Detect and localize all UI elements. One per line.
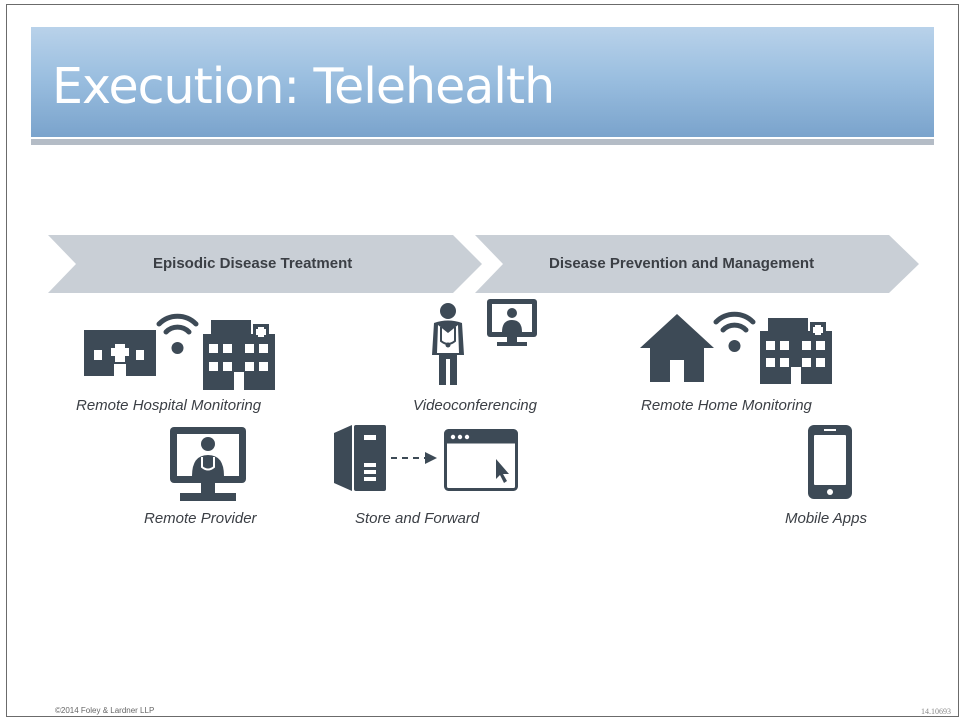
caption-remote-provider: Remote Provider bbox=[144, 510, 257, 527]
caption-mobile-apps: Mobile Apps bbox=[785, 510, 867, 527]
chevron-episodic bbox=[48, 235, 482, 293]
hospital-icon bbox=[203, 320, 275, 390]
footer-copyright: ©2014 Foley & Lardner LLP bbox=[55, 706, 155, 715]
browser-window-icon bbox=[444, 429, 518, 491]
caption-remote-home-monitoring: Remote Home Monitoring bbox=[641, 397, 812, 414]
doctor-icon bbox=[432, 303, 464, 385]
title-bar bbox=[31, 27, 934, 137]
footer-slide-code: 14.10693 bbox=[921, 707, 951, 716]
provider-monitor-icon bbox=[170, 427, 246, 501]
chevron-label-episodic: Episodic Disease Treatment bbox=[153, 255, 353, 272]
slide-title: Execution: Telehealth bbox=[52, 58, 555, 115]
title-divider bbox=[31, 139, 934, 145]
caption-store-and-forward: Store and Forward bbox=[355, 510, 480, 527]
caption-videoconferencing: Videoconferencing bbox=[413, 397, 537, 414]
clinic-icon bbox=[84, 330, 156, 376]
home-icon bbox=[640, 314, 714, 382]
chevron-prevention bbox=[475, 235, 919, 293]
smartphone-icon bbox=[808, 425, 852, 499]
chevron-label-prevention: Disease Prevention and Management bbox=[549, 255, 815, 272]
monitor-icon bbox=[487, 299, 537, 346]
hospital-icon-home bbox=[760, 318, 832, 384]
arrow-icon bbox=[391, 452, 437, 464]
wifi-icon bbox=[156, 313, 199, 354]
wifi-icon-home bbox=[713, 311, 756, 352]
caption-remote-hospital-monitoring: Remote Hospital Monitoring bbox=[76, 397, 262, 414]
server-icon bbox=[334, 425, 386, 491]
